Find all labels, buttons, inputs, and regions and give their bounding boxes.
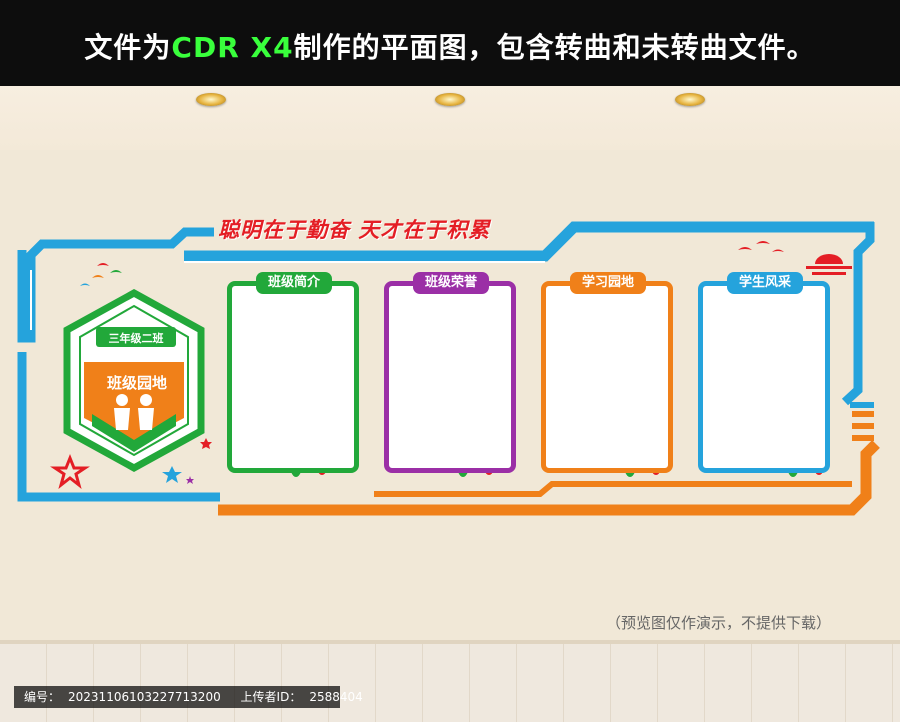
footer-uploader: 上传者ID：2588404 <box>240 690 363 704</box>
frame-orange-inner <box>374 481 852 497</box>
panel-tab-label: 学生风采 <box>727 272 803 294</box>
panel-tab-label: 学习园地 <box>570 272 646 294</box>
class-ribbon <box>96 327 176 347</box>
banner-title: 文件为CDR X4制作的平面图，包含转曲和未转曲文件。 <box>0 26 900 66</box>
frame-blue-right <box>841 222 875 406</box>
ceiling-light-icon <box>196 93 226 106</box>
garden-title: 班级园地 <box>106 374 167 392</box>
children-icon <box>114 394 154 430</box>
frame-blue-left <box>17 227 214 343</box>
top-banner: 文件为CDR X4制作的平面图，包含转曲和未转曲文件。 <box>0 0 900 86</box>
panel-class-intro <box>227 281 359 473</box>
star-icon <box>162 466 182 483</box>
class-name-label: 三年级二班 <box>108 332 164 345</box>
panel-study-garden <box>541 281 673 473</box>
banner-highlight: CDR X4 <box>171 31 294 64</box>
panel-class-honor <box>384 281 516 473</box>
frame-blue-bottom-left <box>17 352 220 502</box>
footer-id: 编号：20231106103227713200 <box>24 690 221 704</box>
bird-icon <box>80 263 122 286</box>
banner-suffix: 制作的平面图，包含转曲和未转曲文件。 <box>293 31 816 64</box>
book-icon <box>92 414 176 452</box>
panel-tab-label: 班级荣誉 <box>413 272 489 294</box>
floor <box>0 640 900 722</box>
bird-sun-icon <box>738 241 852 275</box>
frame-blue-top <box>184 221 874 262</box>
frame-orange-bottom <box>218 440 880 516</box>
star-icon <box>186 476 194 484</box>
preview-notice: （预览图仅作演示，不提供下载） <box>606 614 832 632</box>
star-icon <box>200 438 212 449</box>
footer-info-bar: 编号：20231106103227713200 上传者ID：2588404 <box>14 686 363 708</box>
board-slogan: 聪明在于勤奋 天才在于积累 <box>218 218 491 242</box>
panel-tab-label: 班级简介 <box>256 272 332 294</box>
ceiling-light-icon <box>675 93 705 106</box>
banner-prefix: 文件为 <box>84 31 172 64</box>
panel-student-style <box>698 281 830 473</box>
ceiling-light-icon <box>435 93 465 106</box>
star-icon <box>50 453 90 489</box>
orange-shield <box>84 362 184 444</box>
